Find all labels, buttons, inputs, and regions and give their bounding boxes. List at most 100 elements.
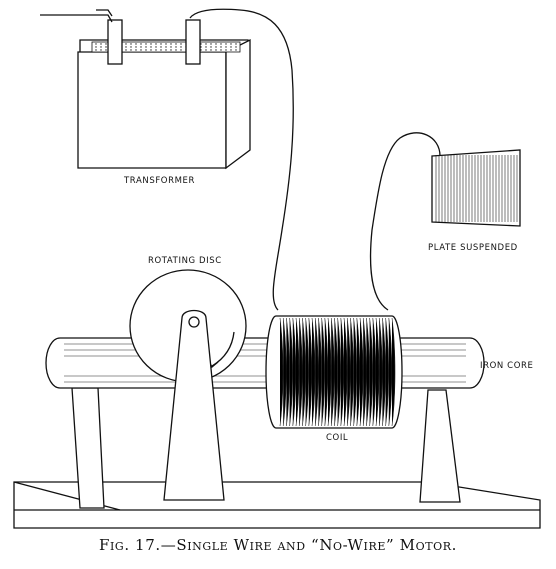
coil-turn [343,317,348,427]
lid-dot [125,46,127,48]
coil-turn [385,317,389,427]
coil-turn [350,317,354,427]
coil-turn [318,317,322,427]
figure-caption: Fig. 17.—Single Wire and “No-Wire” Motor… [98,536,458,554]
transformer: TRANSFORMER [40,8,294,311]
coil-turn [308,317,313,427]
lid-dot [100,43,102,45]
lid-dot [230,49,232,51]
lid-dot [235,46,237,48]
leg-right [419,389,461,503]
terminal-left-cap [96,9,113,17]
lid-dot [145,46,147,48]
lid-dot [175,49,177,51]
lid-dot [125,43,127,45]
lid-dot [160,43,162,45]
lid-dot [160,46,162,48]
lid-dot [140,49,142,51]
coil-turn [362,317,367,427]
lid-dot [235,49,237,51]
coil-turn [292,317,297,427]
coil-turn [295,317,300,427]
stand [163,309,225,501]
lid-dot [205,43,207,45]
lid-dot [215,49,217,51]
lid-dot [95,43,97,45]
coil-turn [356,317,361,427]
coil-turn [353,317,357,427]
lid-dot [145,49,147,51]
lid-dot [170,46,172,48]
coil-turn [391,317,396,427]
wire-left [40,14,113,23]
lid-dot [220,43,222,45]
lid-dot [135,46,137,48]
lid-dot [170,43,172,45]
wire-to-coil [189,8,294,311]
transformer-side-face [225,38,251,170]
lid-dot [140,46,142,48]
coil-turn [337,317,341,427]
coil-turn [372,317,377,427]
plate-label: PLATE SUSPENDED [428,243,518,253]
lid-dot [205,46,207,48]
coil-turn [302,317,306,427]
lid-dot [145,43,147,45]
coil-turn [282,317,287,427]
lid-dot [125,49,127,51]
coil-turn [359,317,364,427]
plate: PLATE SUSPENDED [369,132,521,311]
coil-turn [340,317,345,427]
disc-stand [163,309,225,501]
lid-dot [205,49,207,51]
base-top [13,481,541,529]
lid-dot [150,49,152,51]
coil-turn [324,317,329,427]
coil-turn [334,317,338,427]
lid-dot [225,46,227,48]
coil-turn [286,317,290,427]
lid-dot [95,46,97,48]
iron-core-label: IRON CORE [480,361,533,371]
lid-dot [130,49,132,51]
lid-dot [105,46,107,48]
lid-dot [165,49,167,51]
coil-turn [311,317,316,427]
lid-dot [235,43,237,45]
coil-turn [314,317,319,427]
lid-dot [130,46,132,48]
lid-dot [135,43,137,45]
coil-turn [346,317,351,427]
lid-dot [155,49,157,51]
coil-turn [305,317,309,427]
lid-dot [140,43,142,45]
lid-dot [135,49,137,51]
lid-dot [105,43,107,45]
lid-dot [170,49,172,51]
wire-to-plate [369,132,441,311]
lid-dot [100,46,102,48]
lid-dot [180,43,182,45]
lid-dot [155,43,157,45]
lid-dot [155,46,157,48]
lid-dot [230,43,232,45]
coil-turn [378,317,383,427]
coil-turn [289,317,293,427]
lid-dot [230,46,232,48]
lid-dot [210,46,212,48]
coil-turn [321,317,325,427]
lid-dot [210,49,212,51]
coil: COIL [265,315,403,443]
coil-turn [298,317,303,427]
terminal-right [185,19,201,65]
lid-dot [175,46,177,48]
lid-dot [175,43,177,45]
coil-windings [279,317,396,427]
lid-dot [210,43,212,45]
lid-dot [225,49,227,51]
lid-dot [150,43,152,45]
transformer-front-face [77,51,227,169]
coil-turn [327,317,332,427]
coil-turn [369,317,373,427]
